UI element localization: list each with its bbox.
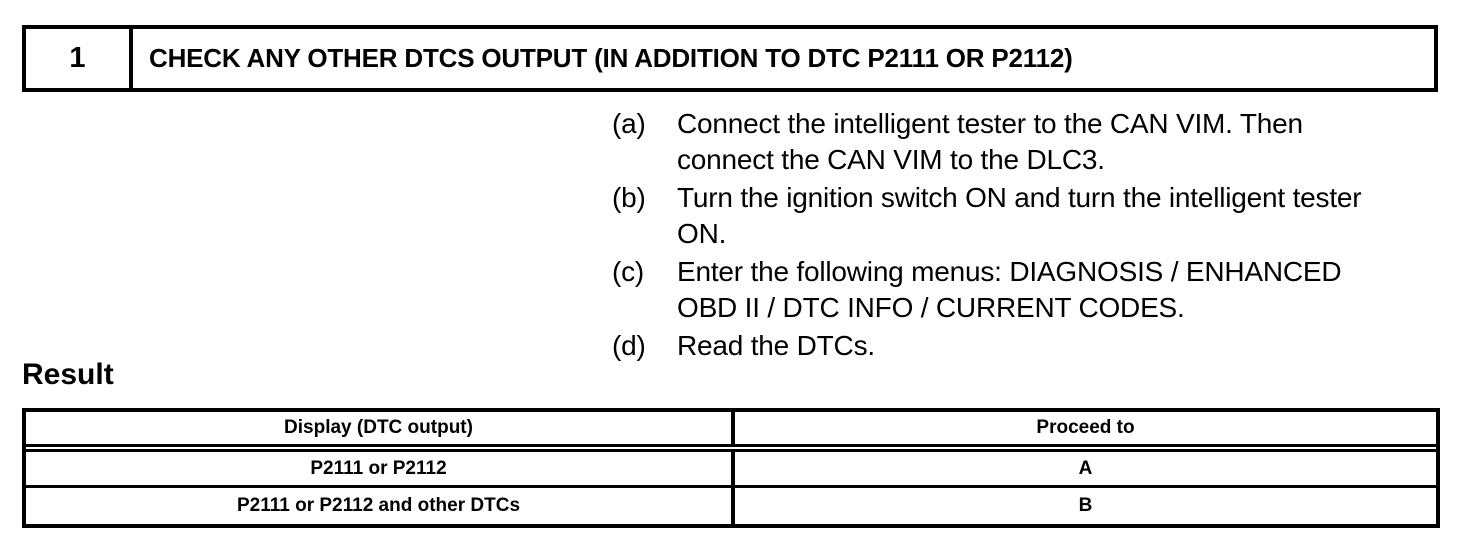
instruction-text: Enter the following menus: DIAGNOSIS / E… (677, 254, 1460, 326)
cell-proceed-value: B (1078, 495, 1093, 516)
step-title: CHECK ANY OTHER DTCS OUTPUT (IN ADDITION… (149, 43, 1073, 73)
instruction-marker: (a) (612, 108, 646, 139)
instruction-text: Read the DTCs. (677, 328, 1460, 364)
table-row: P2111 or P2112 A (26, 452, 1436, 488)
instruction-line: Connect the intelligent tester to the CA… (677, 108, 1303, 139)
instruction-item-b: (b) Turn the ignition switch ON and turn… (612, 180, 1460, 252)
table-row: P2111 or P2112 and other DTCs B (26, 488, 1436, 524)
cell-display-value: P2111 or P2112 and other DTCs (26, 488, 735, 524)
table-header-row: Display (DTC output) Proceed to (26, 412, 1436, 452)
instruction-line: Read the DTCs. (677, 330, 875, 361)
result-table: Display (DTC output) Proceed to P2111 or… (22, 408, 1440, 528)
instruction-item-a: (a) Connect the intelligent tester to th… (612, 106, 1460, 178)
instruction-marker: (b) (612, 182, 646, 213)
instruction-line: Turn the ignition switch ON and turn the… (677, 182, 1362, 213)
instruction-line: Enter the following menus: DIAGNOSIS / E… (677, 256, 1342, 287)
instruction-marker: (c) (612, 256, 645, 287)
instruction-line: connect the CAN VIM to the DLC3. (677, 144, 1105, 175)
instruction-marker: (d) (612, 330, 646, 361)
instruction-text: Turn the ignition switch ON and turn the… (677, 180, 1460, 252)
column-header-proceed-to: Proceed to (1036, 417, 1135, 438)
cell-proceed-value: A (1078, 457, 1093, 479)
instruction-list: (a) Connect the intelligent tester to th… (612, 106, 1460, 366)
instruction-line: ON. (677, 218, 727, 249)
instruction-text: Connect the intelligent tester to the CA… (677, 106, 1460, 178)
column-header-display: Display (DTC output) (26, 412, 735, 444)
instruction-item-d: (d) Read the DTCs. (612, 328, 1460, 364)
instruction-line: OBD II / DTC INFO / CURRENT CODES. (677, 292, 1185, 323)
cell-display-value: P2111 or P2112 (26, 452, 735, 485)
step-number: 1 (26, 29, 133, 88)
result-heading: Result (22, 358, 114, 391)
instruction-item-c: (c) Enter the following menus: DIAGNOSIS… (612, 254, 1460, 326)
procedure-step-header: 1 CHECK ANY OTHER DTCS OUTPUT (IN ADDITI… (22, 25, 1438, 92)
